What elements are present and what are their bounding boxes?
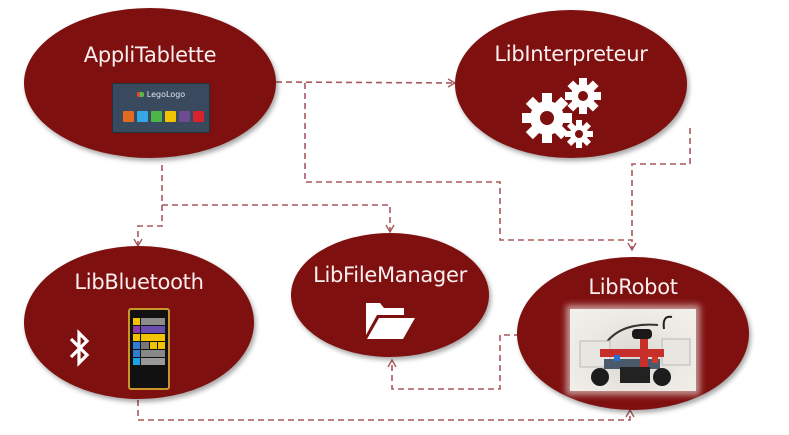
tablet-app-screenshot-icon: LegoLogo: [112, 83, 210, 133]
edge-appli-tablette-to-lib-file-manager: [162, 204, 395, 234]
node-lib-robot[interactable]: LibRobot: [517, 257, 749, 410]
node-lib-file-manager[interactable]: LibFileManager: [291, 233, 489, 357]
app-logo-icon: [136, 92, 144, 97]
bluetooth-icon: [69, 329, 90, 367]
node-appli-tablette[interactable]: AppliTablette LegoLogo: [24, 8, 276, 158]
app-tile: [179, 111, 190, 122]
edge-lib-bluetooth-to-lib-robot: [137, 400, 635, 421]
edge-appli-tablette-to-lib-interpreteur: [275, 78, 457, 88]
node-lib-bluetooth[interactable]: LibBluetooth: [24, 246, 254, 399]
node-title: AppliTablette: [83, 43, 217, 67]
open-folder-icon: [366, 303, 415, 339]
app-tile: [137, 111, 148, 122]
lego-robot-photo: [570, 309, 696, 391]
app-tile: [123, 111, 134, 122]
smartphone-icon: [128, 308, 170, 390]
app-tile: [165, 111, 176, 122]
node-title: LibFileManager: [313, 263, 467, 287]
gears-icon: [522, 78, 601, 148]
node-lib-interpreteur[interactable]: LibInterpreteur: [455, 10, 687, 158]
edge-lib-robot-to-lib-file-manager: [387, 334, 520, 390]
node-title: LibRobot: [588, 275, 678, 299]
node-title: LibBluetooth: [74, 270, 204, 294]
edge-appli-tablette-to-lib-bluetooth: [133, 165, 163, 248]
edge-lib-interpreteur-to-lib-robot: [631, 128, 691, 240]
app-name: LegoLogo: [146, 90, 186, 99]
app-tiles: [123, 111, 204, 122]
edge-appli-tablette-to-lib-robot: [304, 83, 637, 252]
app-tile: [151, 111, 162, 122]
app-tile: [193, 111, 204, 122]
node-title: LibInterpreteur: [494, 42, 648, 66]
robot-illustration: [579, 315, 691, 386]
